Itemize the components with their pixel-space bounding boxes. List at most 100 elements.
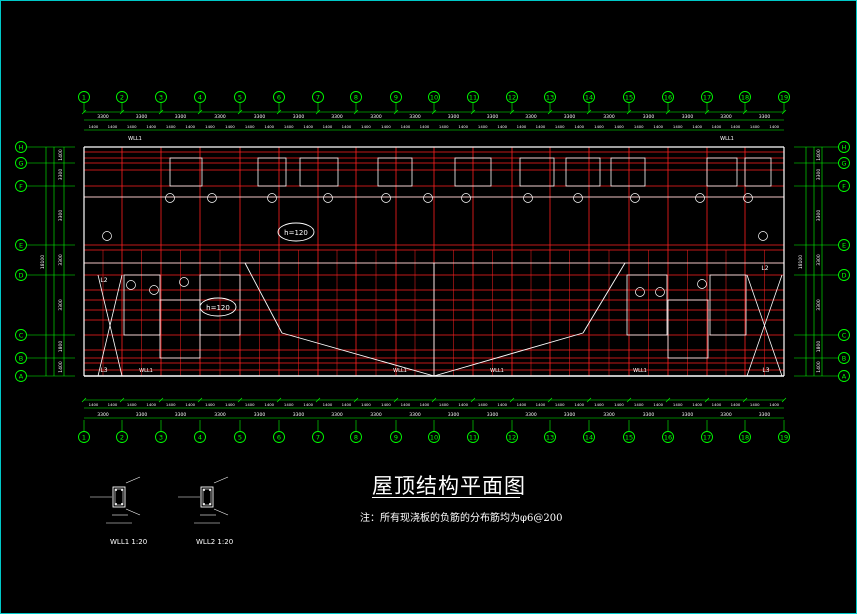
dimension-subtext-bottom: 1400 [614,402,624,407]
axis-number: 2 [120,94,124,102]
dim-tick [470,397,476,403]
dim-tick [547,397,553,403]
dimension-subtext-top: 1400 [769,124,779,129]
axis-number: 19 [780,434,788,442]
axis-bubble [116,91,128,103]
axis-number: 9 [394,434,398,442]
rebar-dot [121,503,123,505]
dimension-text-left: 3300 [58,299,64,311]
dim-tick [742,109,748,115]
dimension-subtext-top: 1400 [478,124,488,129]
dim-tick [626,109,632,115]
axis-number: 13 [546,94,554,102]
dim-tick [393,109,399,115]
dim-tick [781,109,787,115]
dimension-text-bottom: 3300 [487,412,499,418]
axis-bubble [838,352,850,364]
dimension-subtext-top: 1400 [342,124,352,129]
slab-number-circle [165,193,175,203]
dimension-subtext-top: 1400 [323,124,333,129]
axis-number: 10 [430,94,438,102]
dimension-subtext-bottom: 1400 [245,402,255,407]
room-outline [626,274,668,336]
beam-label-l3: L3 [762,367,769,374]
slab-number-circle [179,277,189,287]
slab-number-circle [267,193,277,203]
slab-number-circle [758,231,768,241]
rebar-dot [121,489,123,491]
axis-bubble [234,431,246,443]
room-outline [706,157,738,187]
axis-number: 19 [780,94,788,102]
axis-bubble [739,431,751,443]
axis-number: 7 [316,434,320,442]
dimension-subtext-top: 1400 [439,124,449,129]
dimension-text-bottom: 3300 [175,412,187,418]
dimension-total-right: 18100 [798,255,804,269]
axis-bubble [838,269,850,281]
dimension-text-right: 1800 [816,341,822,353]
slab-tag-a [277,222,315,242]
slab-number-circle [630,193,640,203]
slab-number-circle [695,193,705,203]
slab-number-circle [523,193,533,203]
dimension-subtext-bottom: 1400 [653,402,663,407]
dim-tick [315,109,321,115]
beam-label-bottom: WLL1 [139,368,153,374]
axis-bubble [155,91,167,103]
axis-bubble [15,352,27,364]
axis-bubble [428,431,440,443]
axis-letter: H [19,144,24,152]
room-outline [519,157,555,187]
axis-number: 14 [585,94,593,102]
dim-tick [315,397,321,403]
dimension-subtext-top: 1400 [692,124,702,129]
axis-bubble [701,91,713,103]
dimension-subtext-top: 1400 [166,124,176,129]
dimension-subtext-top: 1400 [634,124,644,129]
dimension-text-left: 1400 [58,361,64,373]
axis-letter: E [842,242,846,250]
axis-number: 5 [238,94,242,102]
dimension-subtext-bottom: 1400 [361,402,371,407]
section-outline [112,486,126,508]
slab-number-circle [461,193,471,203]
axis-bubble [15,180,27,192]
dim-tick [81,397,87,403]
dim-tick [237,397,243,403]
rebar-dot [209,489,211,491]
axis-number: 3 [159,94,163,102]
dimension-text-bottom: 3300 [603,412,615,418]
axis-letter: E [19,242,23,250]
dimension-subtext-top: 1400 [303,124,313,129]
dimension-total-left: 18100 [40,255,46,269]
dimension-text-bottom: 3300 [682,412,694,418]
axis-number: 15 [625,94,633,102]
axis-number: 7 [316,94,320,102]
axis-bubble [15,370,27,382]
axis-bubble [778,91,790,103]
axis-number: 12 [508,94,516,102]
axis-letter: B [842,355,846,363]
dimension-text-bottom: 3300 [293,412,305,418]
axis-bubble [583,431,595,443]
axis-letter: D [18,272,23,280]
dimension-text-top: 3300 [643,114,655,120]
dimension-text-top: 3300 [682,114,694,120]
slab-number-circle [697,279,707,289]
axis-number: 16 [664,434,672,442]
title-underline [372,497,520,498]
dimension-text-right: 1400 [816,361,822,373]
slab-label-a: h=120 [284,229,308,237]
axis-bubble [544,91,556,103]
dim-tick [509,109,515,115]
dim-tick [237,109,243,115]
detail-label-wll1: WLL1 1:20 [110,538,147,546]
axis-number: 11 [469,94,477,102]
dimension-subtext-top: 1400 [673,124,683,129]
detail-name: WLL1 [110,538,130,546]
axis-bubble [390,431,402,443]
axis-letter: F [842,183,846,191]
axis-bubble [273,431,285,443]
dimension-text-top: 3300 [487,114,499,120]
